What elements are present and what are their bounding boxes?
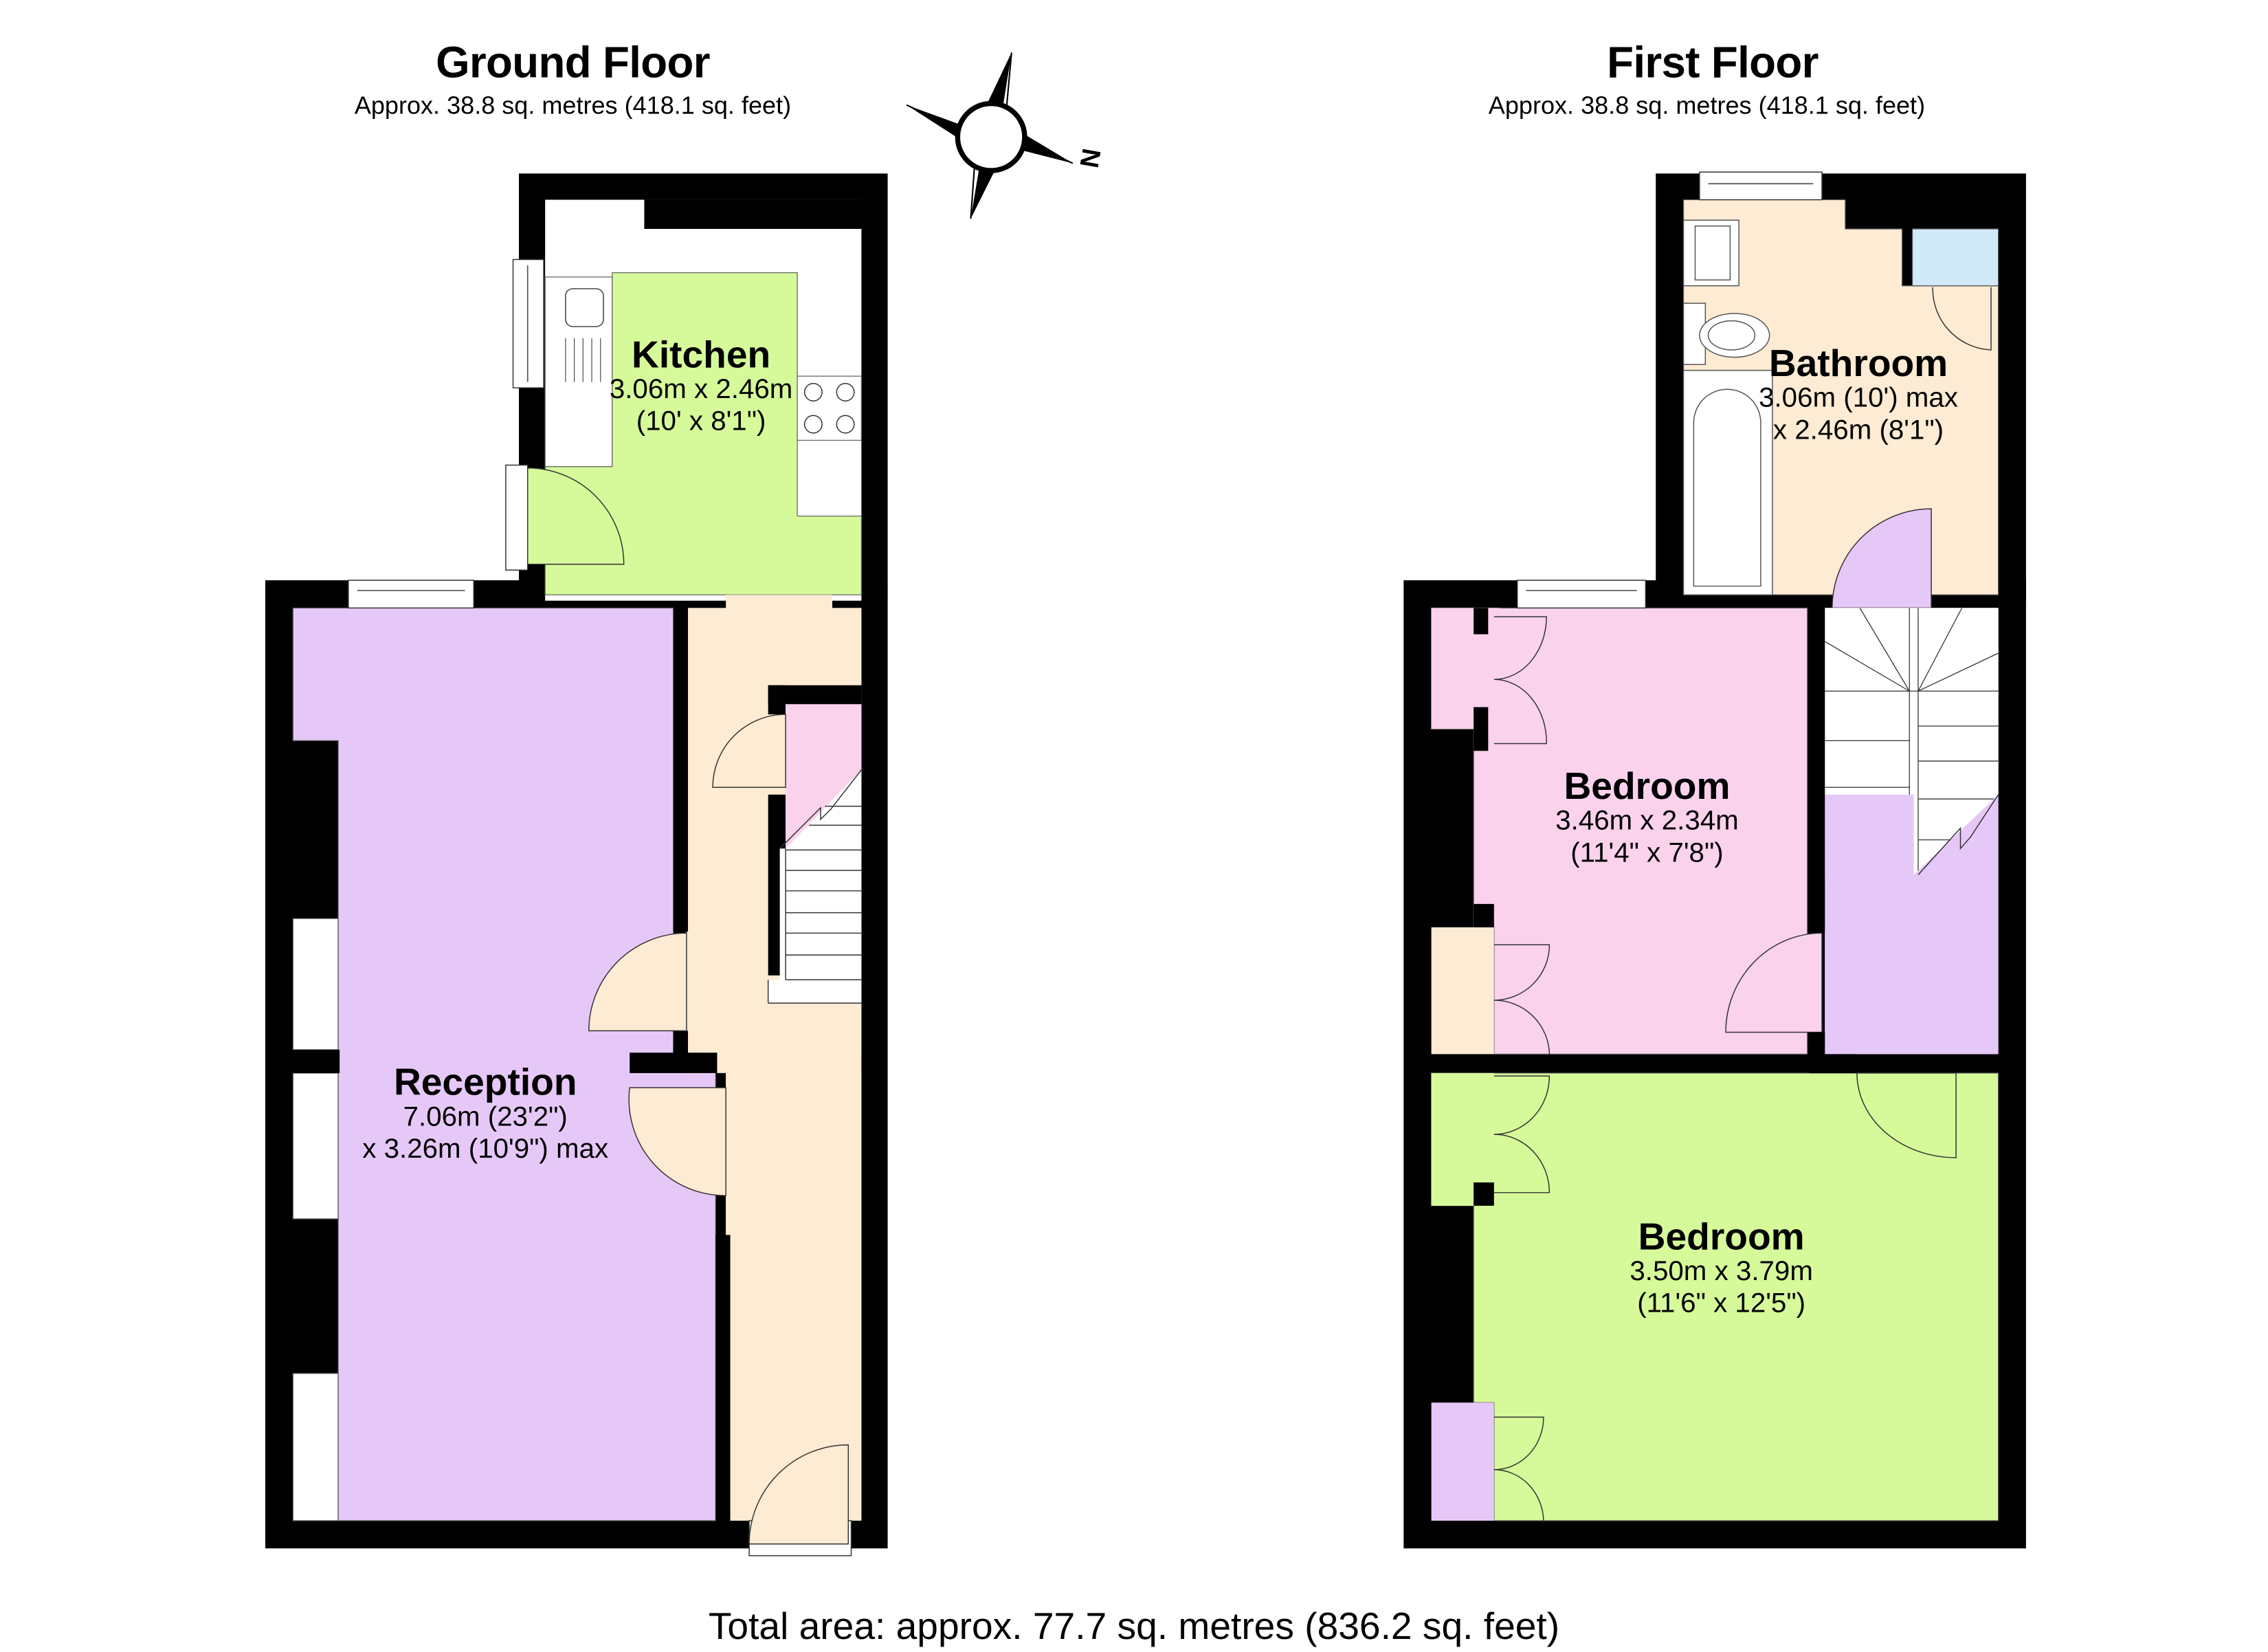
total-area: Total area: approx. 77.7 sq. metres (836… (708, 1603, 1560, 1648)
ground-floor-area: Approx. 38.8 sq. metres (418.1 sq. feet) (354, 91, 792, 120)
first-floor-title: First Floor (1607, 39, 1819, 88)
room-label-bathroom: Bathroom 3.06m (10') max x 2.46m (8'1") (1759, 341, 1958, 447)
room-label-kitchen: Kitchen 3.06m x 2.46m (10' x 8'1") (609, 332, 793, 438)
first-floor-area: Approx. 38.8 sq. metres (418.1 sq. feet) (1488, 91, 1926, 120)
room-label-bedroom-large: Bedroom 3.50m x 3.79m (11'6" x 12'5") (1630, 1214, 1813, 1320)
room-label-bedroom-small: Bedroom 3.46m x 2.34m (11'4" x 7'8") (1555, 764, 1739, 870)
ground-floor-title: Ground Floor (436, 39, 710, 88)
room-label-reception: Reception 7.06m (23'2") x 3.26m (10'9") … (362, 1059, 609, 1166)
